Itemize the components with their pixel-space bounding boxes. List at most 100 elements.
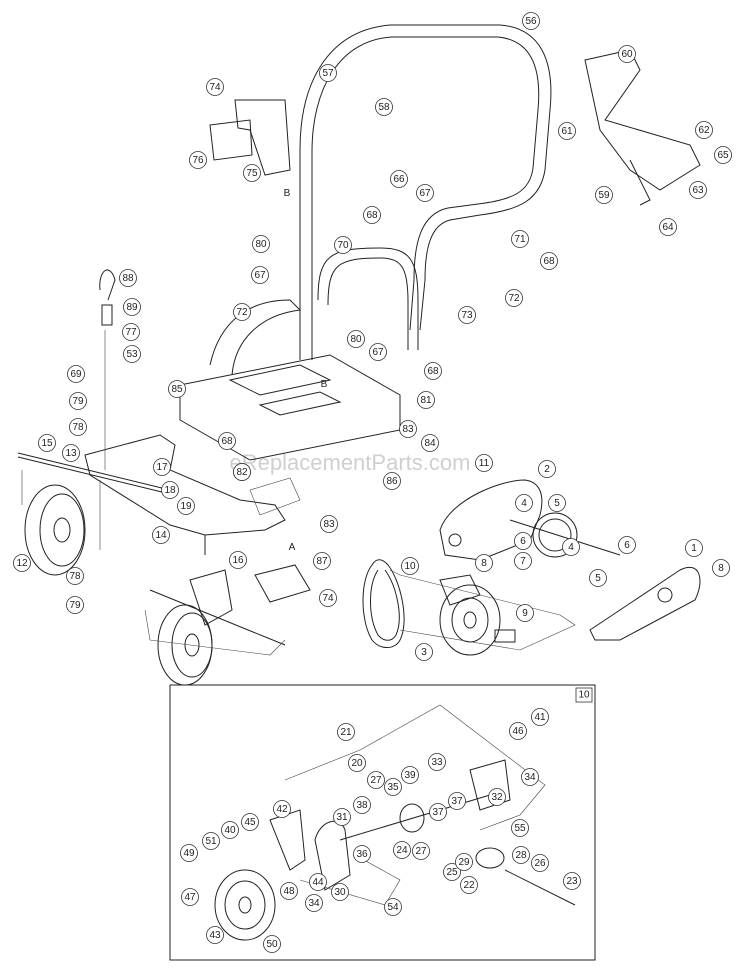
callout-15: 15 <box>38 434 56 452</box>
svg-text:50: 50 <box>266 939 278 950</box>
callout-46: 46 <box>509 722 527 740</box>
svg-text:75: 75 <box>246 168 258 179</box>
callout-58: 58 <box>375 98 393 116</box>
svg-text:57: 57 <box>322 68 334 79</box>
callout-48: 48 <box>280 882 298 900</box>
svg-text:2: 2 <box>544 464 550 475</box>
svg-text:5: 5 <box>595 573 601 584</box>
callout-5: 5 <box>589 569 607 587</box>
callout-78: 78 <box>66 567 84 585</box>
svg-text:85: 85 <box>171 384 183 395</box>
callout-32: 32 <box>488 788 506 806</box>
svg-text:60: 60 <box>621 49 633 60</box>
svg-text:27: 27 <box>370 775 382 786</box>
svg-text:73: 73 <box>461 310 473 321</box>
callout-61: 61 <box>558 122 576 140</box>
svg-text:83: 83 <box>323 519 335 530</box>
svg-text:33: 33 <box>431 757 443 768</box>
svg-text:14: 14 <box>155 530 167 541</box>
callout-34: 34 <box>521 768 539 786</box>
callout-55: 55 <box>511 819 529 837</box>
svg-text:66: 66 <box>393 174 405 185</box>
belt-guard-2 <box>439 479 543 561</box>
callout-74: 74 <box>319 589 337 607</box>
svg-text:86: 86 <box>386 476 398 487</box>
svg-text:5: 5 <box>554 498 560 509</box>
callout-81: 81 <box>417 391 435 409</box>
svg-text:27: 27 <box>415 846 427 857</box>
callout-11: 11 <box>475 454 493 472</box>
callout-8: 8 <box>712 559 730 577</box>
svg-text:79: 79 <box>72 396 84 407</box>
callout-79: 79 <box>66 596 84 614</box>
callout-27: 27 <box>412 842 430 860</box>
callout-43: 43 <box>206 926 224 944</box>
mounting-bracket-76 <box>209 99 291 176</box>
chain-cover-1 <box>589 566 701 641</box>
callout-9: 9 <box>516 604 534 622</box>
callout-1: 1 <box>685 539 703 557</box>
callout-40: 40 <box>221 821 239 839</box>
svg-text:37: 37 <box>451 796 463 807</box>
callout-67: 67 <box>416 184 434 202</box>
callout-78: 78 <box>69 418 87 436</box>
callout-29: 29 <box>455 853 473 871</box>
callout-21: 21 <box>337 723 355 741</box>
callout-19: 19 <box>177 497 195 515</box>
detail-box: 10 <box>169 684 596 961</box>
svg-text:68: 68 <box>427 366 439 377</box>
svg-text:88: 88 <box>122 273 134 284</box>
plate-87 <box>254 564 311 603</box>
svg-text:11: 11 <box>479 458 490 469</box>
callout-23: 23 <box>563 872 581 890</box>
callout-12: 12 <box>13 554 31 572</box>
svg-text:13: 13 <box>65 448 77 459</box>
svg-text:56: 56 <box>525 16 537 27</box>
svg-text:77: 77 <box>125 327 137 338</box>
svg-text:83: 83 <box>402 424 414 435</box>
callout-82: 82 <box>233 463 251 481</box>
svg-text:17: 17 <box>156 462 168 473</box>
svg-text:82: 82 <box>236 467 248 478</box>
svg-text:81: 81 <box>420 395 432 406</box>
deck-frame-81 <box>179 299 401 461</box>
callout-72: 72 <box>505 289 523 307</box>
svg-text:61: 61 <box>561 126 573 137</box>
callout-30: 30 <box>331 883 349 901</box>
svg-text:89: 89 <box>126 302 138 313</box>
bracket-lines <box>21 470 576 906</box>
callout-68: 68 <box>363 206 381 224</box>
callout-65: 65 <box>714 146 732 164</box>
callout-37: 37 <box>448 792 466 810</box>
watermark: eReplacementParts.com <box>230 450 471 475</box>
svg-text:59: 59 <box>598 190 610 201</box>
callout-47: 47 <box>181 888 199 906</box>
callout-68: 68 <box>218 432 236 450</box>
throttle-bracket-60 <box>584 49 701 206</box>
ref-letter-b: B <box>321 379 328 390</box>
callout-64: 64 <box>659 218 677 236</box>
detail-box-label: 10 <box>578 690 590 701</box>
callout-76: 76 <box>189 151 207 169</box>
callout-26: 26 <box>531 854 549 872</box>
ref-letter-b: B <box>284 188 291 199</box>
svg-text:68: 68 <box>366 210 378 221</box>
svg-text:29: 29 <box>458 857 470 868</box>
callout-70: 70 <box>334 236 352 254</box>
callout-8: 8 <box>475 554 493 572</box>
svg-text:8: 8 <box>718 563 724 574</box>
svg-text:51: 51 <box>205 836 217 847</box>
callout-54: 54 <box>384 898 402 916</box>
svg-text:48: 48 <box>283 886 295 897</box>
svg-text:1: 1 <box>691 543 697 554</box>
svg-text:64: 64 <box>662 222 674 233</box>
svg-text:37: 37 <box>432 807 444 818</box>
svg-text:31: 31 <box>336 812 348 823</box>
svg-text:47: 47 <box>184 892 196 903</box>
svg-text:80: 80 <box>350 334 362 345</box>
svg-text:10: 10 <box>404 561 416 572</box>
svg-text:67: 67 <box>254 270 266 281</box>
svg-text:19: 19 <box>180 501 192 512</box>
callout-34: 34 <box>305 894 323 912</box>
